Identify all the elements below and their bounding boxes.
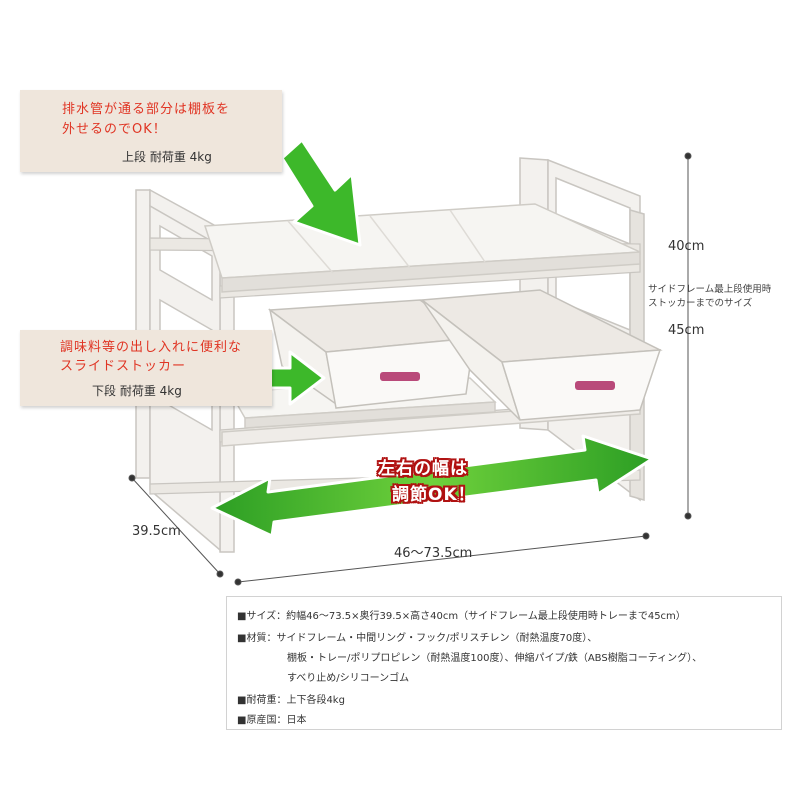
spec-material-line3: すべり止め/シリコーンゴム <box>287 673 410 684</box>
depth-label: 39.5cm <box>132 524 181 539</box>
spec-load: ■耐荷重：上下各段4kg <box>237 695 345 706</box>
upper-callout: 排水管が通る部分は棚板を 外せるのでOK！ 上段 耐荷重 4kg <box>20 90 282 172</box>
upper-callout-line1: 排水管が通る部分は棚板を <box>62 102 231 117</box>
upper-callout-line2: 外せるのでOK！ <box>62 122 167 137</box>
height-lower-label: 45cm <box>668 323 705 338</box>
lower-load-label: 下段 耐荷重 4kg <box>92 384 182 398</box>
lower-callout-line2: スライドストッカー <box>60 359 187 374</box>
width-adjust-banner-line2: 調節OK！ <box>392 485 476 505</box>
lower-callout-line1: 調味料等の出し入れに便利な <box>60 340 243 355</box>
spec-size: ■サイズ：約幅46～73.5×奥行39.5×高さ40cm（サイドフレーム最上段使… <box>237 611 686 622</box>
dimension-lines <box>128 152 692 586</box>
upper-load-label: 上段 耐荷重 4kg <box>122 150 212 164</box>
spec-material-line2: 棚板・トレー/ポリプロピレン（耐熱温度100度）、伸縮パイプ/鉄（ABS樹脂コー… <box>287 653 703 664</box>
spec-box: ■サイズ：約幅46～73.5×奥行39.5×高さ40cm（サイドフレーム最上段使… <box>226 596 782 730</box>
stocker-note-line1: サイドフレーム最上段使用時 <box>648 284 772 295</box>
width-adjust-banner-line1: 左右の幅は <box>378 459 468 479</box>
lower-callout: 調味料等の出し入れに便利な スライドストッカー 下段 耐荷重 4kg <box>20 330 272 406</box>
spec-material-line1: ■材質：サイドフレーム・中間リング・フック/ポリスチレン（耐熱温度70度）、 <box>237 633 598 644</box>
stocker-note-line2: ストッカーまでのサイズ <box>648 298 753 309</box>
green-double-arrow-icon <box>210 434 654 538</box>
spec-origin: ■原産国：日本 <box>237 715 307 726</box>
width-label: 46～73.5cm <box>394 546 473 561</box>
height-upper-label: 40cm <box>668 239 705 254</box>
right-drawer <box>420 289 663 421</box>
green-diagonal-arrow-icon <box>280 138 362 247</box>
